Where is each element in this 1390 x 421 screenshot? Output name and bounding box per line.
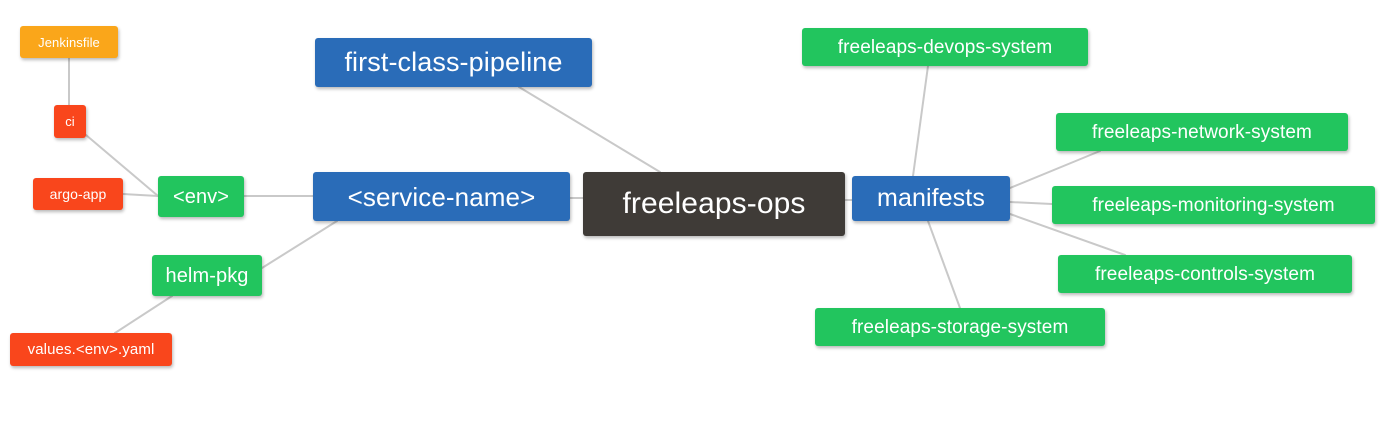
node-freeleaps-controls-system[interactable]: freeleaps-controls-system bbox=[1058, 255, 1352, 293]
node-first-class-pipeline[interactable]: first-class-pipeline bbox=[315, 38, 592, 87]
node-label-first-class-pipeline: first-class-pipeline bbox=[344, 47, 563, 77]
node-label-ci: ci bbox=[65, 114, 75, 129]
node-label-env: <env> bbox=[172, 185, 230, 208]
node-label-freeleaps-devops-system: freeleaps-devops-system bbox=[837, 36, 1053, 58]
node-label-freeleaps-network-system: freeleaps-network-system bbox=[1092, 121, 1312, 143]
node-label-freeleaps-controls-system: freeleaps-controls-system bbox=[1094, 263, 1316, 285]
node-env[interactable]: <env> bbox=[158, 176, 244, 217]
node-label-service-name: <service-name> bbox=[347, 181, 536, 212]
node-label-helm-pkg: helm-pkg bbox=[165, 264, 249, 287]
node-label-argo-app: argo-app bbox=[49, 186, 107, 202]
node-ci[interactable]: ci bbox=[54, 105, 86, 138]
node-service-name[interactable]: <service-name> bbox=[313, 172, 570, 221]
node-freeleaps-monitoring-system[interactable]: freeleaps-monitoring-system bbox=[1052, 186, 1375, 224]
node-freeleaps-network-system[interactable]: freeleaps-network-system bbox=[1056, 113, 1348, 151]
node-manifests[interactable]: manifests bbox=[852, 176, 1010, 221]
node-label-jenkinsfile: Jenkinsfile bbox=[38, 34, 100, 50]
node-jenkinsfile[interactable]: Jenkinsfile bbox=[20, 26, 118, 58]
node-label-freeleaps-monitoring-system: freeleaps-monitoring-system bbox=[1092, 194, 1335, 216]
node-freeleaps-ops[interactable]: freeleaps-ops bbox=[583, 172, 845, 236]
node-label-freeleaps-storage-system: freeleaps-storage-system bbox=[851, 316, 1069, 338]
node-helm-pkg[interactable]: helm-pkg bbox=[152, 255, 262, 296]
node-label-values-yaml: values.<env>.yaml bbox=[27, 341, 155, 358]
node-label-freeleaps-ops: freeleaps-ops bbox=[622, 187, 806, 220]
node-values-yaml[interactable]: values.<env>.yaml bbox=[10, 333, 172, 366]
node-freeleaps-storage-system[interactable]: freeleaps-storage-system bbox=[815, 308, 1105, 346]
node-argo-app[interactable]: argo-app bbox=[33, 178, 123, 210]
node-label-manifests: manifests bbox=[877, 184, 985, 212]
node-freeleaps-devops-system[interactable]: freeleaps-devops-system bbox=[802, 28, 1088, 66]
